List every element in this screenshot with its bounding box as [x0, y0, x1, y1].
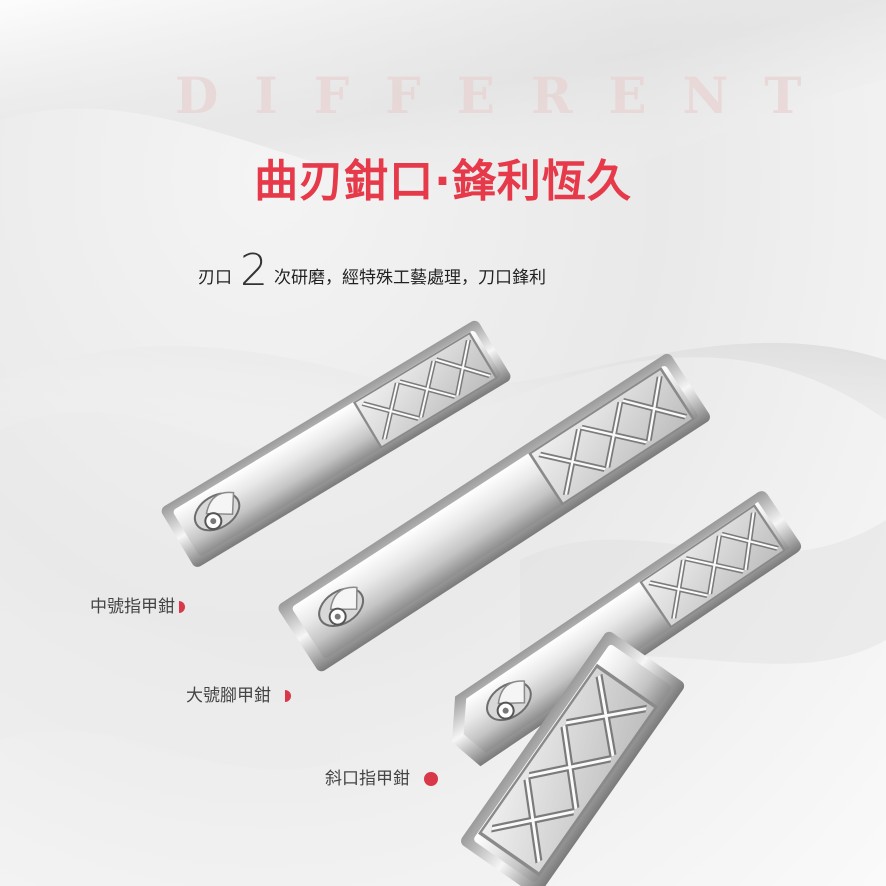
subline: 刃口 2 次研磨，經特殊工藝處理，刀口鋒利 — [198, 245, 546, 300]
partial-clipper — [461, 631, 685, 886]
background-word: DIFFERENT — [175, 66, 838, 125]
product-label-medium: 中號指甲鉗 — [90, 592, 185, 617]
slanted-clipper — [452, 491, 802, 767]
bullet-marker — [424, 772, 438, 786]
product-label-medium-text: 中號指甲鉗 — [90, 597, 175, 617]
bullet-marker — [285, 690, 291, 702]
product-label-slanted-text: 斜口指甲鉗 — [325, 769, 410, 789]
bullet-marker — [179, 601, 185, 613]
medium-clipper — [161, 320, 511, 567]
subline-suffix: 次研磨，經特殊工藝處理，刀口鋒利 — [274, 267, 546, 288]
product-label-slanted: 斜口指甲鉗 — [325, 764, 438, 789]
product-label-large-text: 大號腳甲鉗 — [186, 686, 271, 706]
subline-prefix: 刃口 — [198, 267, 232, 288]
large-clipper — [278, 353, 710, 672]
subline-number: 2 — [240, 245, 268, 296]
product-label-large: 大號腳甲鉗 — [186, 681, 291, 706]
headline: 曲刃鉗口·鋒利恆久 — [254, 156, 632, 207]
